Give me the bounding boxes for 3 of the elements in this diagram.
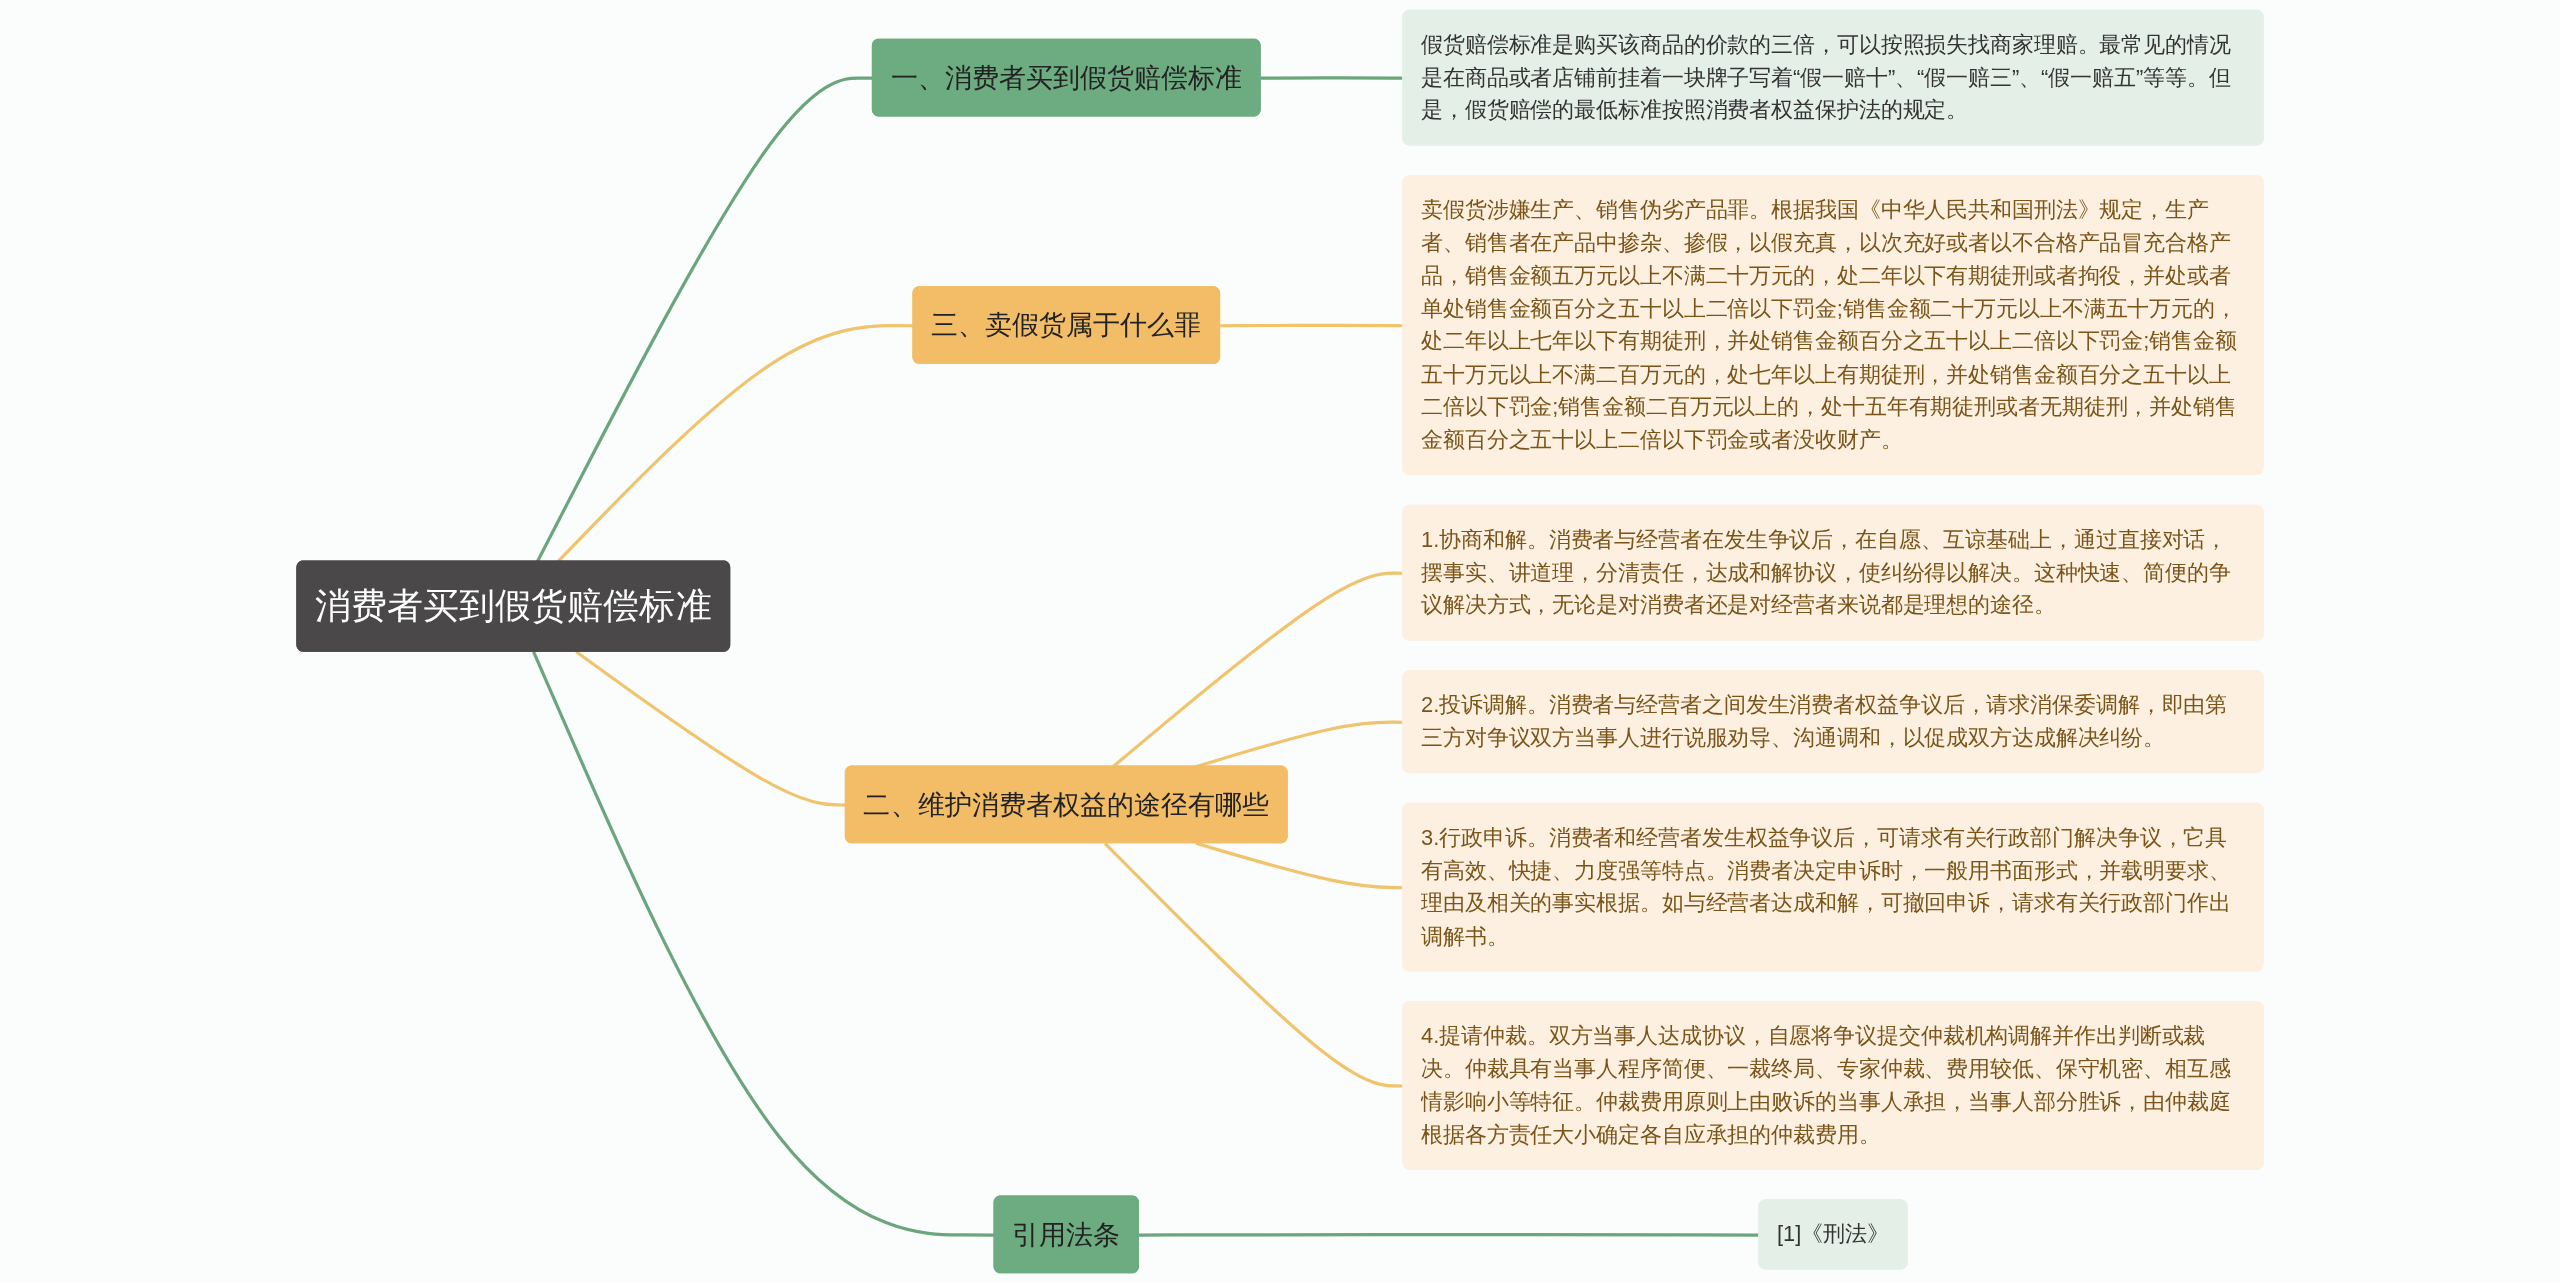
connector xyxy=(1139,1233,1760,1237)
connector xyxy=(556,324,914,563)
connector xyxy=(532,651,995,1237)
